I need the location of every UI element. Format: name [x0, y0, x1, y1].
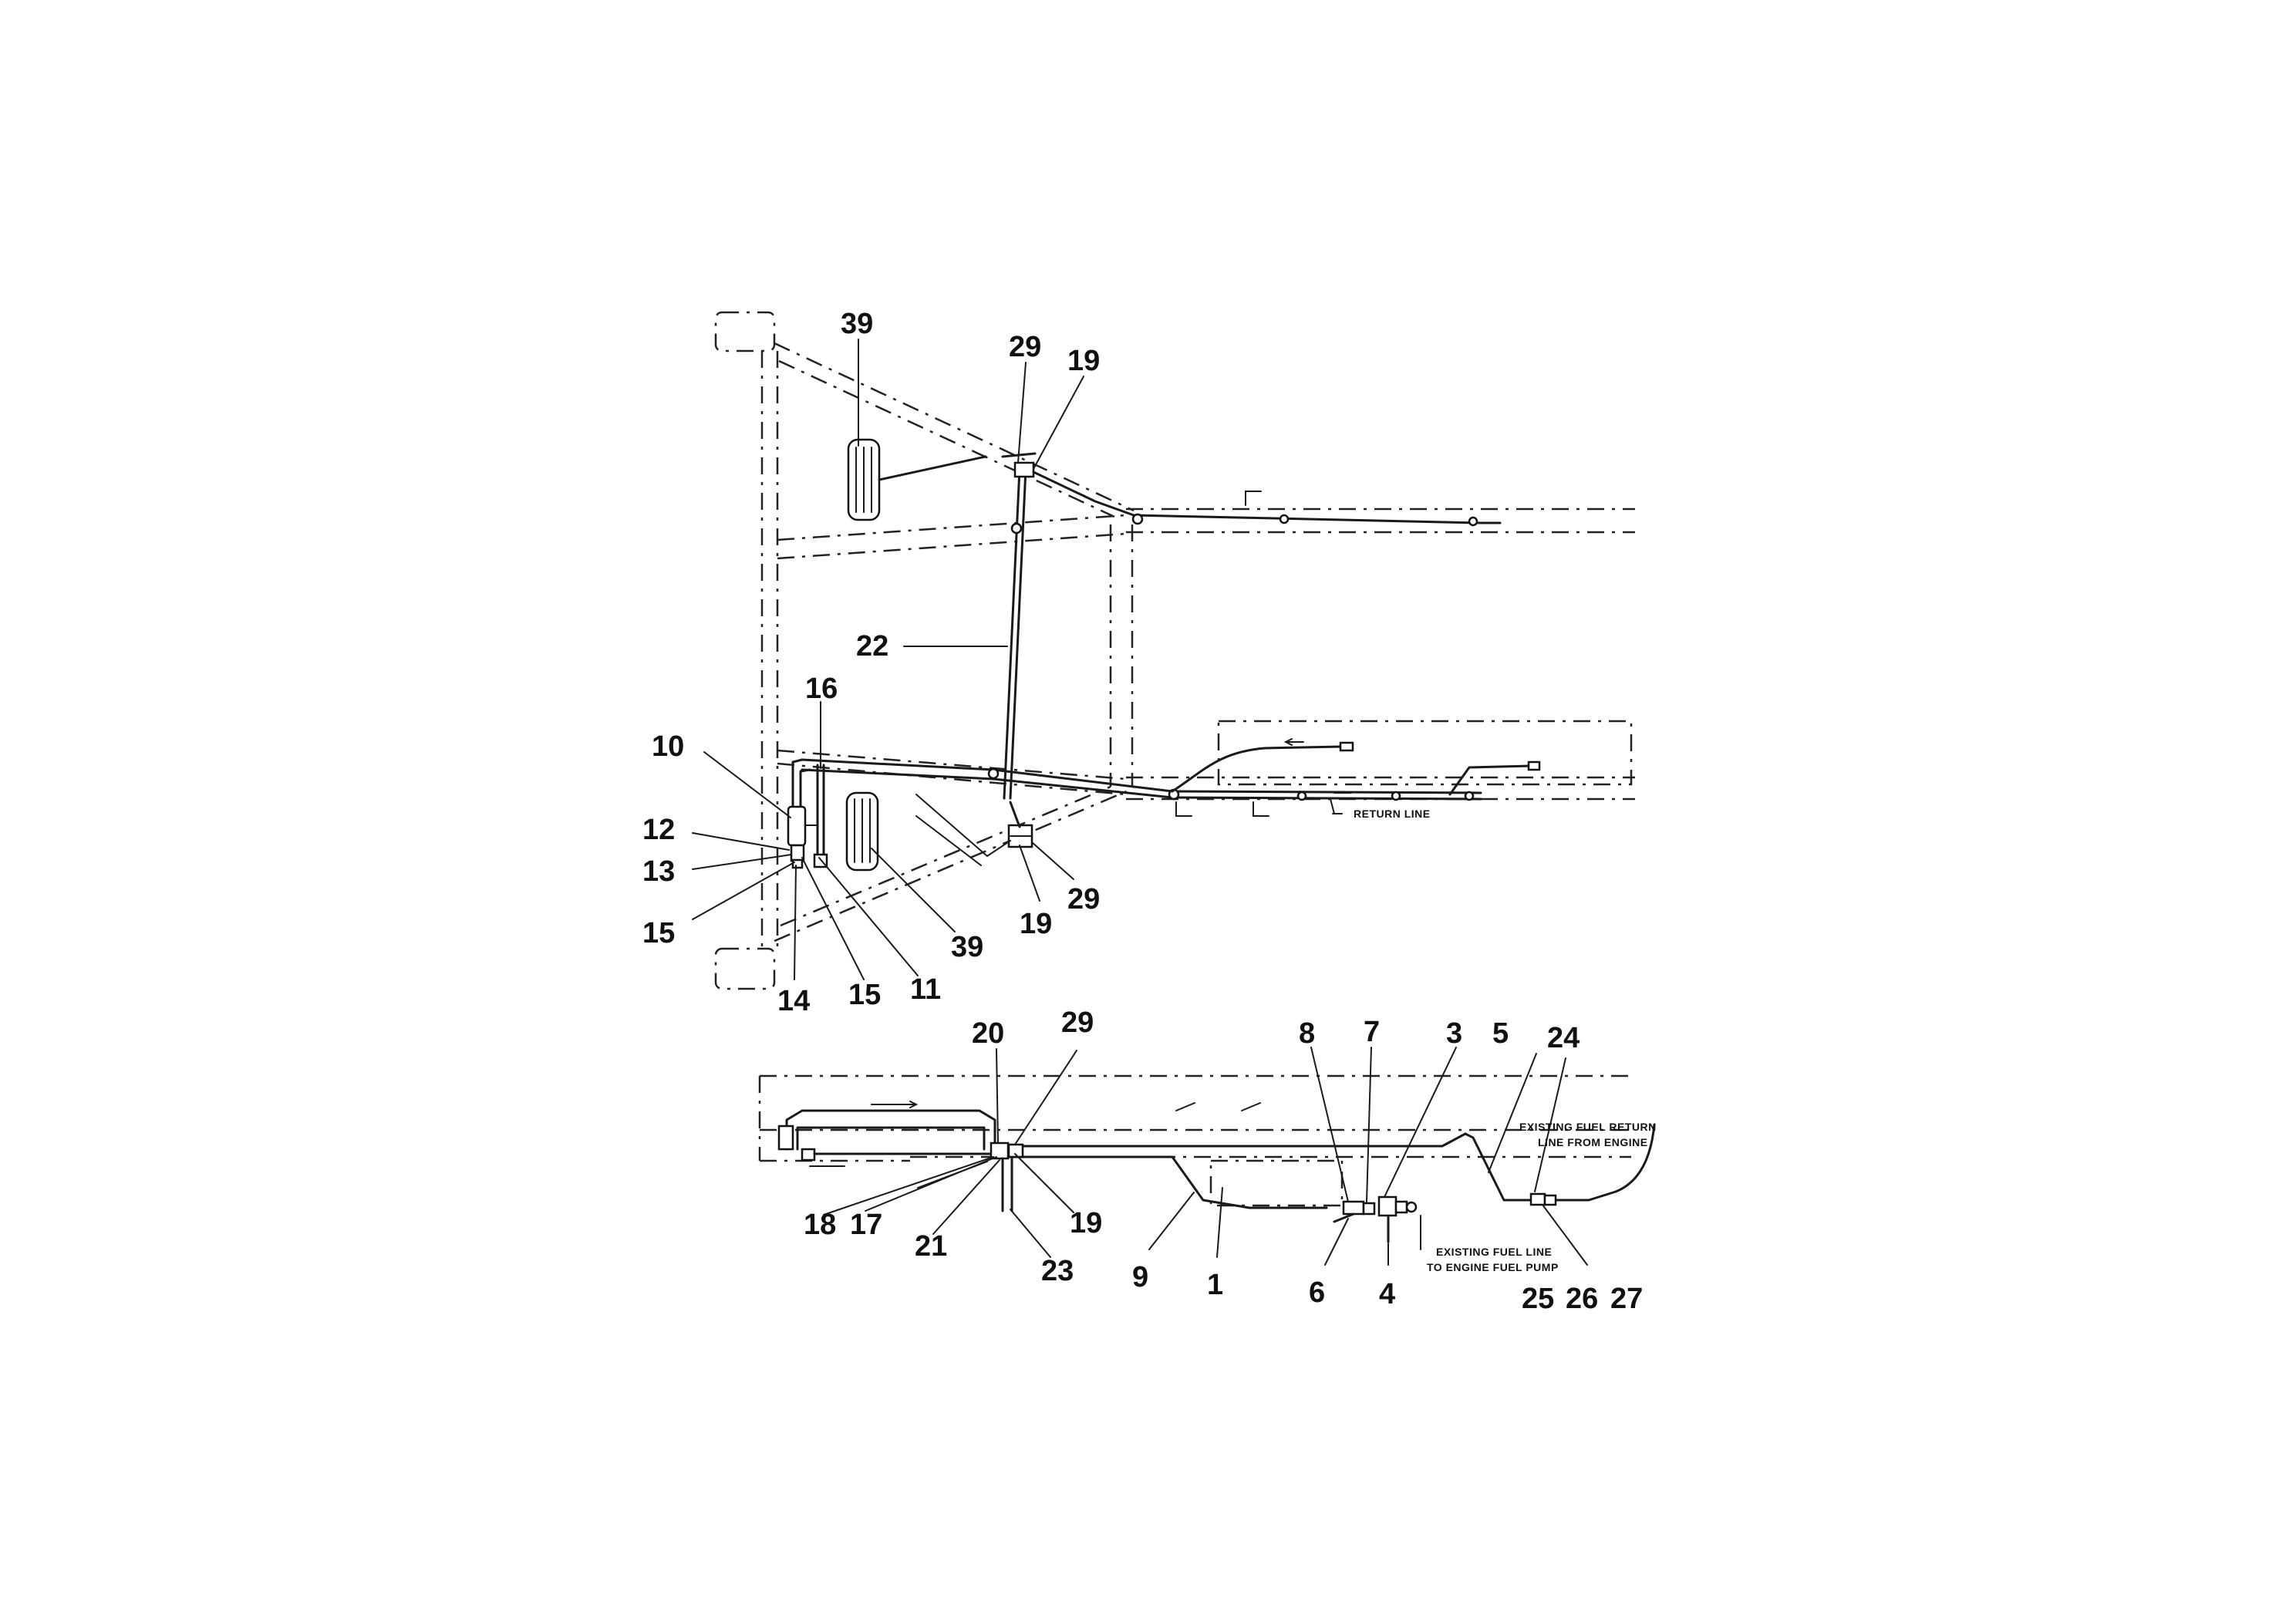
- callout-23: 23: [1041, 1255, 1074, 1287]
- callout-16: 16: [805, 673, 838, 705]
- callout-13: 13: [642, 855, 675, 888]
- callout-5: 5: [1492, 1017, 1509, 1050]
- front-left-pad: [714, 311, 776, 352]
- fitting-upper: [1013, 461, 1035, 478]
- callout-39-upper: 39: [841, 308, 873, 340]
- callout-labels: 39 29 19 22 16 10 12 13 15 14 15 11 39 1…: [642, 308, 1643, 1315]
- callout-15-left: 15: [642, 917, 675, 949]
- note-return-line: RETURN LINE: [1354, 808, 1431, 820]
- callout-11: 11: [910, 973, 941, 1006]
- callout-39-lower: 39: [951, 931, 983, 963]
- side-view: [758, 1047, 1656, 1266]
- callout-14: 14: [777, 985, 810, 1017]
- callout-22: 22: [856, 630, 888, 663]
- fitting-25-27: [1529, 1192, 1546, 1206]
- note-existing-fuel-2: TO ENGINE FUEL PUMP: [1427, 1261, 1559, 1273]
- valve-assembly: [1342, 1200, 1365, 1216]
- callout-15-right: 15: [848, 979, 881, 1011]
- callout-24: 24: [1547, 1022, 1580, 1054]
- callout-29-lower: 29: [1067, 883, 1100, 916]
- callout-29-side: 29: [1061, 1007, 1094, 1039]
- callout-17: 17: [850, 1209, 882, 1241]
- callout-21: 21: [915, 1230, 947, 1263]
- callout-27: 27: [1610, 1283, 1643, 1315]
- callout-9: 9: [1132, 1261, 1148, 1293]
- callout-12: 12: [642, 814, 675, 846]
- callout-29-upper: 29: [1009, 331, 1041, 363]
- callout-8: 8: [1299, 1017, 1315, 1050]
- fitting-cluster: [990, 1141, 1010, 1160]
- callout-26: 26: [1566, 1283, 1598, 1315]
- callout-6: 6: [1309, 1276, 1325, 1309]
- callout-7: 7: [1364, 1016, 1380, 1048]
- callout-10: 10: [652, 730, 684, 763]
- note-existing-return-1: EXISTING FUEL RETURN: [1519, 1121, 1657, 1133]
- callout-19-upper: 19: [1067, 345, 1100, 377]
- callout-20: 20: [972, 1017, 1004, 1050]
- callout-25: 25: [1522, 1283, 1554, 1315]
- rear-left-pad: [714, 947, 776, 990]
- callout-18: 18: [804, 1209, 836, 1241]
- note-existing-return-2: LINE FROM ENGINE: [1538, 1136, 1648, 1148]
- annotations: RETURN LINE EXISTING FUEL RETURN LINE FR…: [1354, 808, 1657, 1273]
- fuel-filter: [787, 805, 807, 847]
- note-existing-fuel-1: EXISTING FUEL LINE: [1436, 1246, 1552, 1258]
- callout-1: 1: [1207, 1269, 1223, 1301]
- callout-19-lower: 19: [1020, 908, 1052, 940]
- leaders-bottom: [823, 1047, 1588, 1266]
- top-view: [692, 311, 1635, 990]
- leaders-top: [692, 339, 1343, 980]
- callout-19-side: 19: [1070, 1207, 1102, 1239]
- callout-4: 4: [1379, 1278, 1395, 1310]
- callout-3: 3: [1446, 1017, 1462, 1050]
